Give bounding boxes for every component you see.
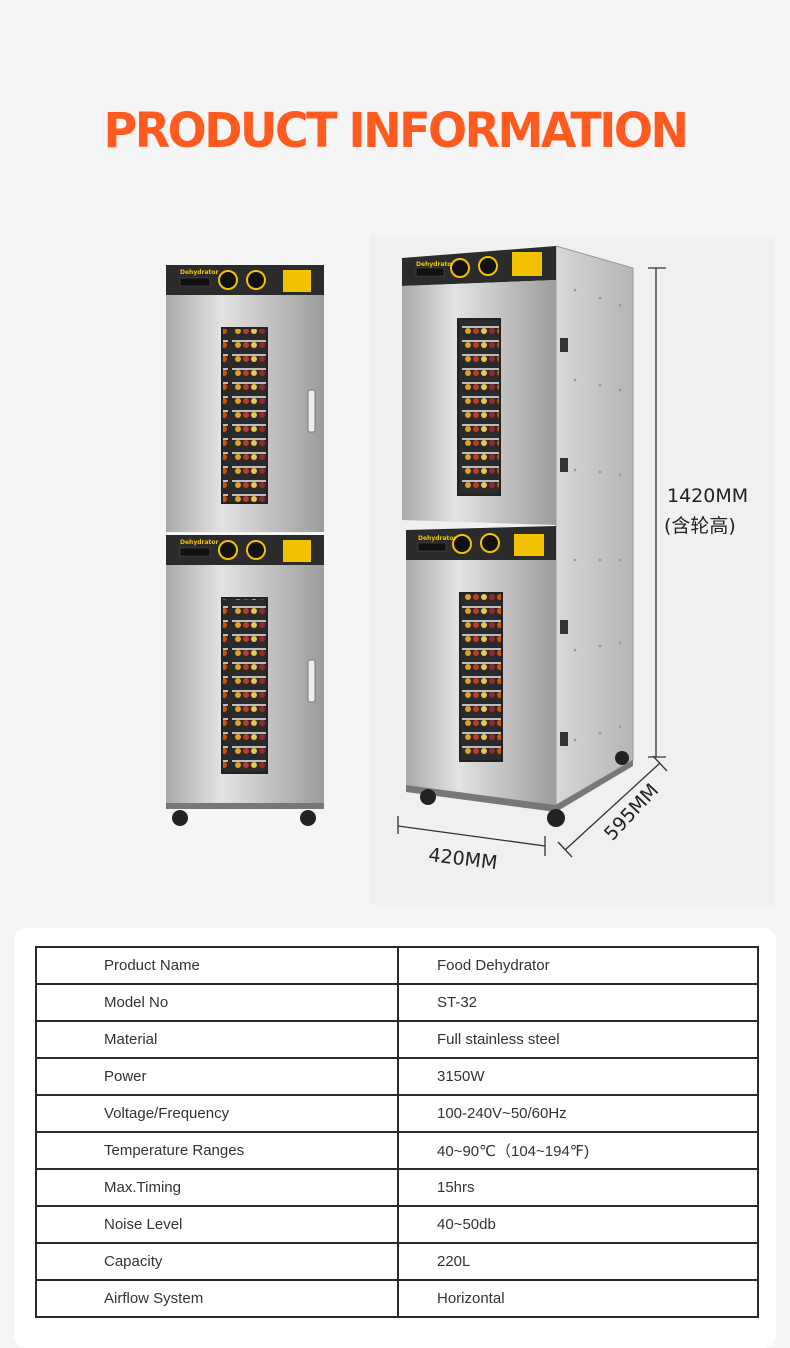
table-row: Material Full stainless steel: [35, 1020, 759, 1059]
spec-value: 3150W: [397, 1057, 759, 1096]
spec-label: Capacity: [35, 1242, 399, 1281]
height-dimension: 1420MM: [667, 485, 749, 507]
left-unit: Dehydrator Dehydrator: [166, 265, 324, 826]
table-row: Max.Timing 15hrs: [35, 1168, 759, 1207]
spec-table: Product Name Food Dehydrator Model No ST…: [35, 946, 759, 1318]
spec-label: Airflow System: [35, 1279, 399, 1318]
page-title: PRODUCT INFORMATION: [103, 101, 689, 159]
spec-value: 220L: [397, 1242, 759, 1281]
table-row: Voltage/Frequency 100-240V~50/60Hz: [35, 1094, 759, 1133]
spec-label: Power: [35, 1057, 399, 1096]
table-row: Noise Level 40~50db: [35, 1205, 759, 1244]
spec-label: Model No: [35, 983, 399, 1022]
spec-value: Full stainless steel: [397, 1020, 759, 1059]
spec-value: 15hrs: [397, 1168, 759, 1207]
spec-value: ST-32: [397, 983, 759, 1022]
spec-label: Product Name: [35, 946, 399, 985]
spec-label: Max.Timing: [35, 1168, 399, 1207]
right-unit: Dehydrator Dehydrator: [402, 245, 634, 827]
table-row: Airflow System Horizontal: [35, 1279, 759, 1318]
spec-label: Material: [35, 1020, 399, 1059]
table-row: Product Name Food Dehydrator: [35, 946, 759, 985]
left-panel-label-top: Dehydrator: [180, 269, 219, 276]
spec-value: Food Dehydrator: [397, 946, 759, 985]
height-note: (含轮高): [664, 515, 736, 537]
table-row: Temperature Ranges 40~90℃（104~194℉): [35, 1131, 759, 1170]
table-row: Power 3150W: [35, 1057, 759, 1096]
dehydrator-illustration: Dehydrator Dehydrator: [166, 245, 668, 858]
spec-value: 100-240V~50/60Hz: [397, 1094, 759, 1133]
spec-label: Noise Level: [35, 1205, 399, 1244]
spec-value: 40~50db: [397, 1205, 759, 1244]
spec-label: Temperature Ranges: [35, 1131, 399, 1170]
spec-label: Voltage/Frequency: [35, 1094, 399, 1133]
table-row: Capacity 220L: [35, 1242, 759, 1281]
right-panel-label-bottom: Dehydrator: [418, 535, 457, 542]
dimension-lines: [397, 267, 668, 858]
right-panel-label-top: Dehydrator: [416, 261, 455, 268]
left-panel-label-bottom: Dehydrator: [180, 539, 219, 546]
table-row: Model No ST-32: [35, 983, 759, 1022]
spec-value: 40~90℃（104~194℉): [397, 1131, 759, 1170]
spec-value: Horizontal: [397, 1279, 759, 1318]
